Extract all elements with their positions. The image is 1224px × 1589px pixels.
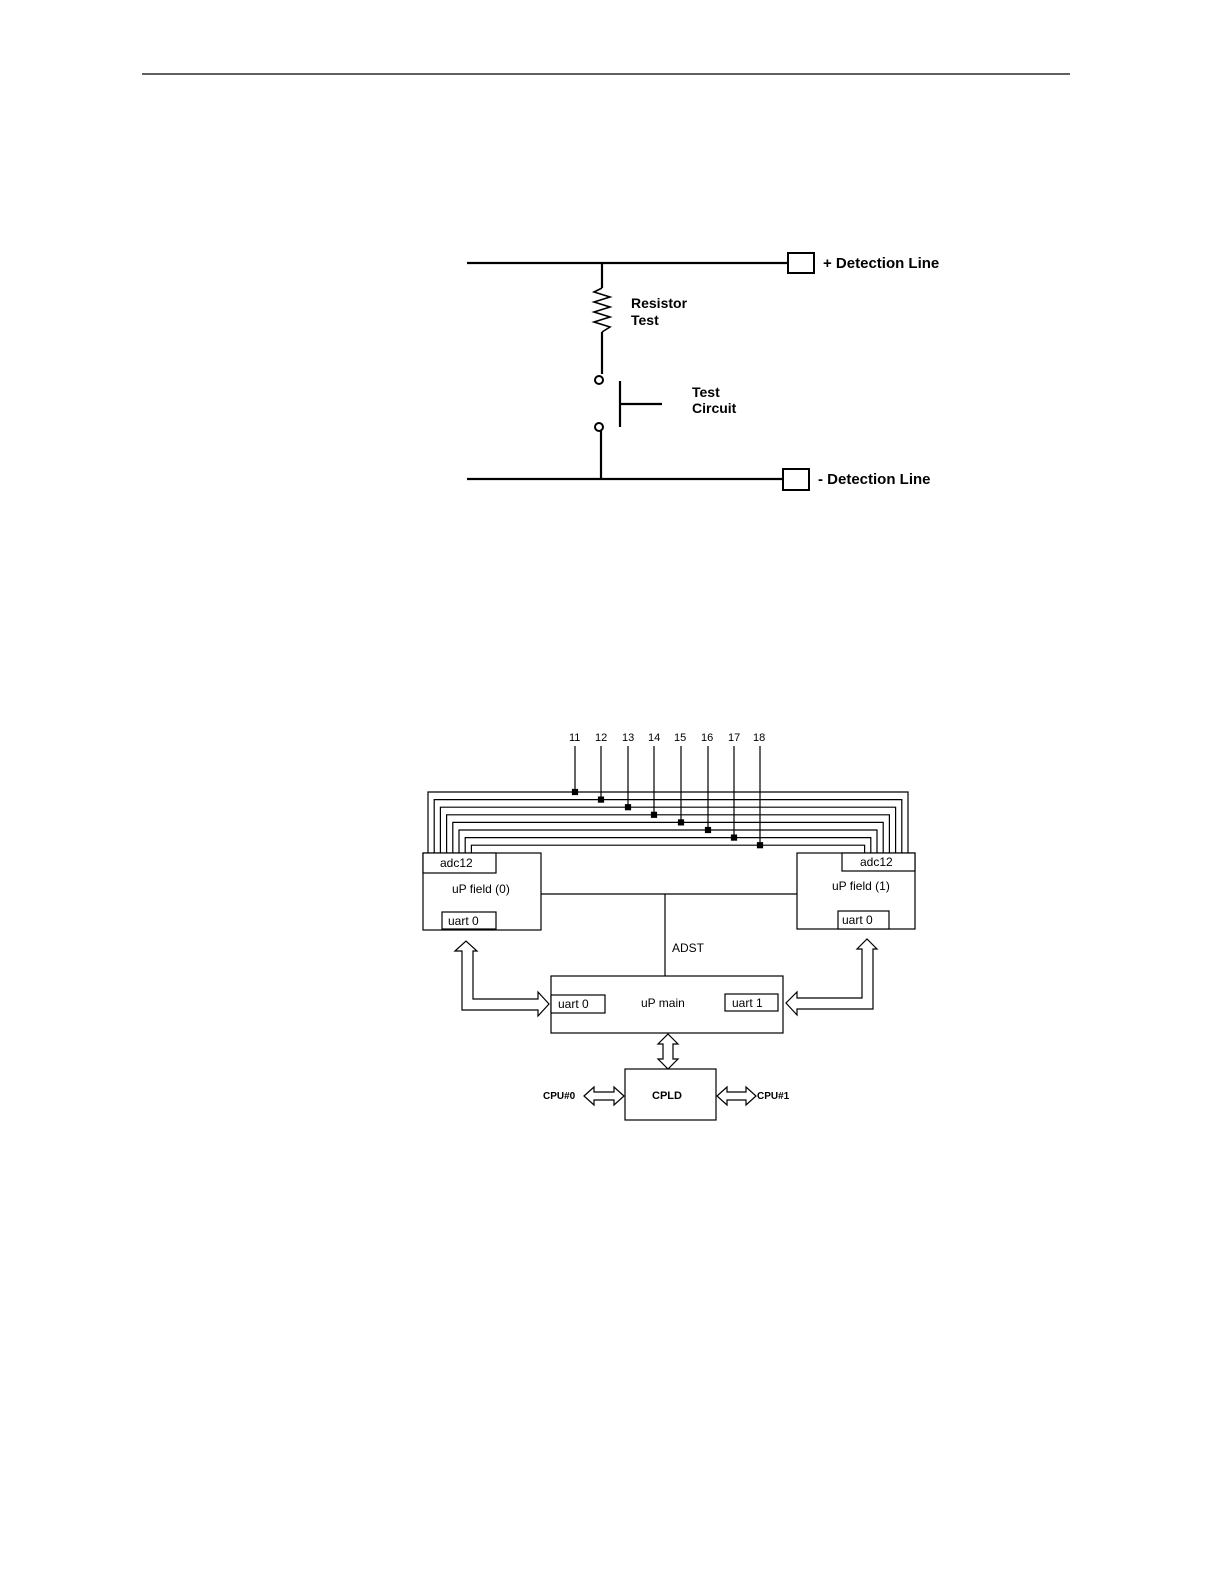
adst-label: ADST bbox=[672, 941, 705, 955]
uP-field-1-adc-label: adc12 bbox=[860, 855, 893, 869]
uP-field-1-label: uP field (1) bbox=[832, 879, 890, 893]
uP-main-label: uP main bbox=[641, 996, 685, 1010]
switch-label-2: Circuit bbox=[692, 400, 737, 416]
switch-contact-bottom bbox=[595, 423, 603, 431]
test-circuit-diagram bbox=[467, 253, 814, 490]
tap-node-13 bbox=[626, 805, 631, 810]
cpld-label: CPLD bbox=[652, 1090, 682, 1102]
switch-label-1: Test bbox=[692, 384, 720, 400]
line-label-13: 13 bbox=[622, 732, 634, 744]
tap-node-15 bbox=[679, 820, 684, 825]
uP-main-uart1-label: uart 1 bbox=[732, 996, 763, 1010]
tap-node-12 bbox=[599, 797, 604, 802]
cpu1-link-arrow bbox=[717, 1087, 756, 1105]
resistor-label-2: Test bbox=[631, 312, 659, 328]
line-number-labels: 11 12 13 14 15 16 17 18 bbox=[569, 732, 765, 744]
bus-wire-14 bbox=[447, 815, 890, 853]
line-label-11: 11 bbox=[569, 732, 580, 744]
line-label-14: 14 bbox=[648, 732, 660, 744]
tap-node-14 bbox=[652, 812, 657, 817]
right-uart-link-arrow bbox=[786, 939, 877, 1015]
left-uart-link-arrow bbox=[455, 941, 549, 1016]
plus-detection-label: + Detection Line bbox=[823, 255, 939, 272]
minus-detection-label: - Detection Line bbox=[818, 471, 931, 488]
resistor-symbol bbox=[594, 288, 610, 332]
resistor-label-1: Resistor bbox=[631, 295, 688, 311]
uP-field-0-uart-label: uart 0 bbox=[448, 914, 479, 928]
uP-field-1-uart-label: uart 0 bbox=[842, 913, 873, 927]
block-diagram: 11 12 13 14 15 16 17 18 adc12 uP field (… bbox=[423, 732, 915, 1120]
line-label-15: 15 bbox=[674, 732, 686, 744]
tap-node-16 bbox=[706, 828, 711, 833]
cpu0-link-arrow bbox=[584, 1087, 624, 1105]
cpu0-label: CPU#0 bbox=[543, 1091, 576, 1102]
sensor-bus-wires bbox=[428, 746, 908, 853]
cpu1-label: CPU#1 bbox=[757, 1091, 790, 1102]
bus-wire-16 bbox=[459, 830, 877, 853]
plus-terminal bbox=[788, 253, 814, 273]
uP-main-uart0-label: uart 0 bbox=[558, 997, 589, 1011]
line-label-16: 16 bbox=[701, 732, 713, 744]
tap-node-17 bbox=[732, 835, 737, 840]
uP-field-0-label: uP field (0) bbox=[452, 882, 510, 896]
line-label-18: 18 bbox=[753, 732, 765, 744]
minus-terminal bbox=[783, 469, 809, 490]
bus-wire-18 bbox=[471, 845, 864, 853]
tap-node-18 bbox=[758, 843, 763, 848]
line-label-17: 17 bbox=[728, 732, 740, 744]
uP-field-0-adc-label: adc12 bbox=[440, 856, 473, 870]
switch-contact-top bbox=[595, 376, 603, 384]
main-cpld-link-arrow bbox=[658, 1034, 678, 1069]
line-label-12: 12 bbox=[595, 732, 607, 744]
tap-node-11 bbox=[573, 790, 578, 795]
